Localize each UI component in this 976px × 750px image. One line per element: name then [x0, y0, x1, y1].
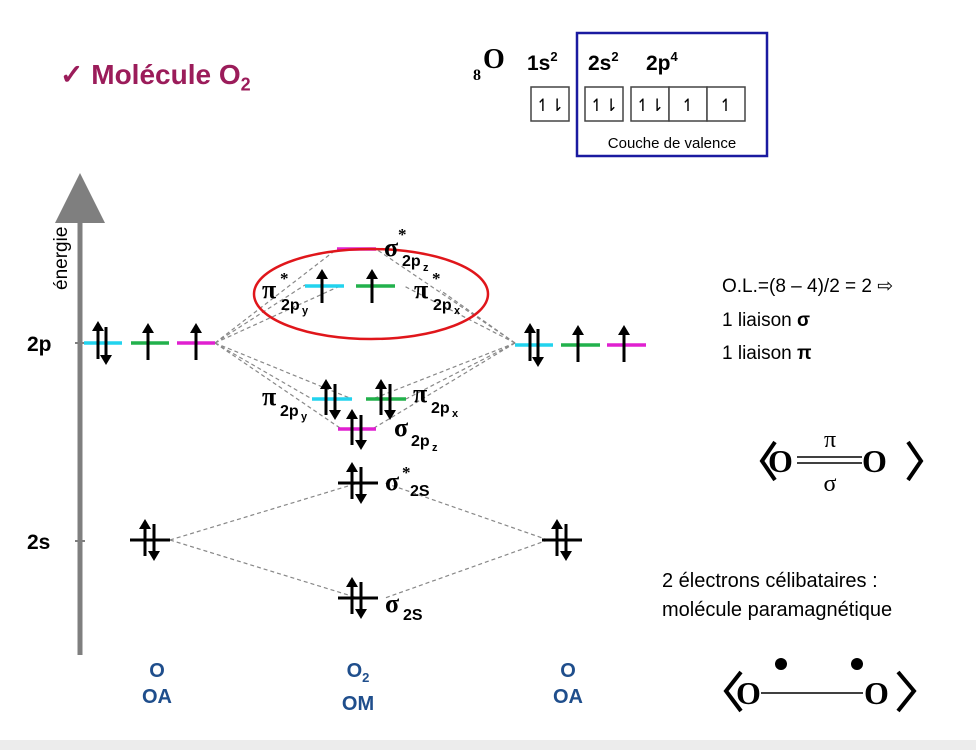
sigma-star-2s-label: σ [385, 467, 399, 496]
bond-order: O.L.=(8 – 4)/2 = 2 ⇨ [722, 276, 894, 297]
level-2s-label: 2s [27, 531, 50, 554]
energy-axis-label: énergie [51, 227, 72, 290]
sigma-bond-count: 1 liaison σ [722, 310, 810, 331]
pi-2py-label: π [262, 382, 276, 411]
sigma-2pz-label: σ [394, 413, 408, 442]
svg-text:*: * [280, 269, 289, 288]
config-2p: 2p4 [646, 49, 679, 75]
element-symbol: O [483, 44, 505, 75]
svg-text:2p: 2p [280, 403, 299, 420]
box-2p3-electrons: ↿ [719, 96, 733, 115]
mo-levels [305, 247, 406, 619]
svg-text:2p: 2p [402, 253, 421, 270]
correlation-lines [169, 248, 549, 599]
atomic-number: 8 [473, 67, 481, 84]
svg-text:π: π [824, 427, 836, 453]
box-2p-2 [668, 86, 708, 122]
valence-shell-label: Couche de valence [608, 135, 736, 152]
svg-text:*: * [432, 269, 441, 288]
right-2s-orbital [542, 519, 582, 561]
box-1s [530, 86, 570, 122]
paramagnetic-text: molécule paramagnétique [662, 599, 893, 621]
svg-text:*: * [402, 463, 411, 482]
svg-text:σ: σ [824, 471, 837, 497]
svg-text:*: * [398, 225, 407, 244]
svg-text:x: x [454, 305, 461, 317]
electron-configuration: 8 O 1s2 2s2 2p4 ↿⇂ ↿⇂ ↿⇂ ↿ ↿ Couche de v… [473, 31, 769, 158]
pi-star-2py-label: π [262, 275, 276, 304]
pi-bond-count: 1 liaison π [722, 343, 812, 364]
left-2s-orbital [130, 519, 170, 561]
left-2p-orbitals [84, 321, 215, 365]
valence-shell-frame [575, 31, 769, 158]
svg-text:2p: 2p [431, 400, 450, 417]
energy-axis: énergie 2p 2s [27, 173, 105, 655]
box-1s-electrons: ↿⇂ [536, 96, 565, 115]
config-2s: 2s2 [588, 49, 619, 75]
config-1s: 1s2 [527, 49, 558, 75]
svg-text:2p: 2p [411, 433, 430, 450]
box-2p-1 [630, 86, 670, 122]
box-2s-electrons: ↿⇂ [590, 96, 619, 115]
box-2p1-electrons: ↿⇂ [636, 96, 665, 115]
lewis-structure-diradical: O O [723, 658, 917, 713]
level-2p-label: 2p [27, 333, 52, 356]
right-2p-orbitals [515, 323, 646, 367]
pi-star-2px-label: π [414, 275, 428, 304]
svg-text:x: x [452, 408, 459, 420]
unpaired-electrons-text: 2 électrons célibataires : [662, 570, 878, 592]
svg-text:y: y [301, 411, 308, 423]
slide-title: ✓ Molécule O2 [60, 59, 251, 95]
pi-2px-label: π [413, 379, 427, 408]
lewis-structure-double-bond: O O π σ [759, 427, 924, 497]
svg-text:O: O [864, 675, 889, 711]
svg-text:O: O [862, 443, 887, 479]
box-2s [584, 86, 624, 122]
sigma-star-2pz-label: σ [384, 233, 398, 262]
svg-text:2p: 2p [433, 297, 452, 314]
unpaired-electrons-highlight [252, 247, 490, 341]
svg-text:z: z [432, 442, 438, 454]
sigma-2s-label: σ [385, 589, 399, 618]
svg-text:2S: 2S [410, 483, 430, 500]
box-2p2-electrons: ↿ [681, 96, 695, 115]
svg-text:y: y [302, 305, 309, 317]
svg-text:2S: 2S [403, 607, 423, 624]
bottom-bar [0, 740, 976, 750]
svg-text:z: z [423, 262, 429, 274]
svg-text:2p: 2p [281, 297, 300, 314]
svg-text:O: O [736, 675, 761, 711]
box-2p-3 [706, 86, 746, 122]
